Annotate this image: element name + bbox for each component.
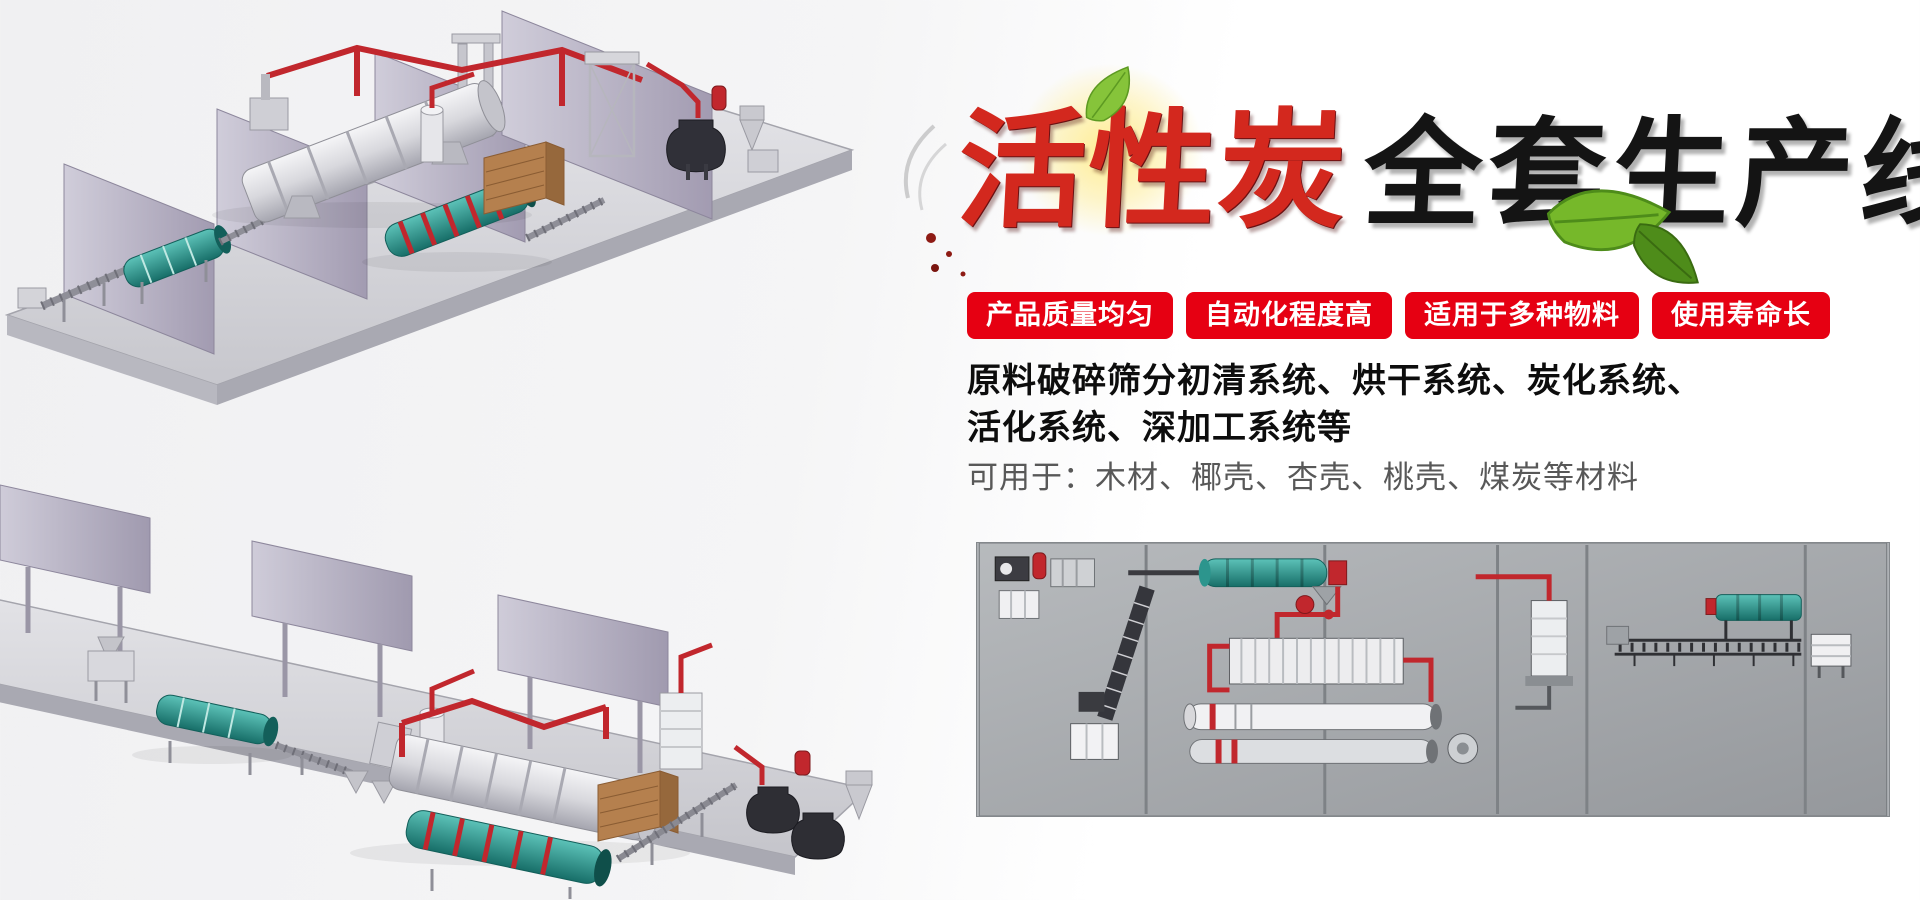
shadow bbox=[362, 252, 552, 272]
schematic-red-piping bbox=[1274, 586, 1341, 639]
schematic-top-view bbox=[978, 543, 1888, 816]
schematic-activation-cylinder bbox=[1189, 733, 1479, 764]
schematic-crusher-cluster bbox=[994, 552, 1095, 619]
cooling-tower-frame bbox=[584, 51, 640, 158]
schematic-dryer-drum bbox=[1128, 558, 1348, 606]
dedusting-tower bbox=[659, 642, 713, 770]
cyclone-separator bbox=[845, 770, 873, 821]
ink-splatter bbox=[926, 233, 966, 277]
carbonization-drum bbox=[405, 810, 612, 899]
schematic-scrubber-tower bbox=[1475, 574, 1573, 710]
schematic-carbonization-cylinder bbox=[1183, 703, 1442, 731]
render-production-line-bottom bbox=[0, 484, 873, 899]
discharge-unit bbox=[747, 149, 779, 173]
systems-line-1: 原料破碎筛分初清系统、烘干系统、炭化系统、 bbox=[967, 362, 1702, 400]
vertical-tank bbox=[420, 71, 475, 163]
schematic-panel bbox=[976, 542, 1890, 817]
title-red-text: 活性炭 bbox=[954, 101, 1352, 243]
cyclone-separator bbox=[739, 105, 765, 152]
schematic-heat-exchanger bbox=[1207, 637, 1434, 702]
badge-automation: 自动化程度高 bbox=[1186, 292, 1392, 339]
badge-quality: 产品质量均匀 bbox=[967, 292, 1173, 339]
schematic-inclined-conveyor bbox=[1097, 585, 1155, 721]
feature-badges: 产品质量均匀 自动化程度高 适用于多种物料 使用寿命长 bbox=[967, 292, 1830, 339]
speed-lines bbox=[903, 124, 947, 211]
materials-line: 可用于：木材、椰壳、杏壳、桃壳、煤炭等材料 bbox=[967, 460, 1639, 495]
screening-drum bbox=[123, 225, 232, 304]
activation-furnace-pots bbox=[733, 744, 845, 860]
title-glow bbox=[985, 35, 1235, 265]
banner-title: 活性炭全套生产线 bbox=[954, 101, 1920, 243]
elevating-conveyor bbox=[615, 781, 739, 865]
systems-line-2: 活化系统、深加工系统等 bbox=[967, 409, 1352, 447]
activation-furnace-pot bbox=[645, 61, 727, 180]
render-production-line-top bbox=[4, 10, 855, 405]
discharge-conveyor bbox=[525, 196, 606, 242]
badge-materials: 适用于多种物料 bbox=[1405, 292, 1639, 339]
hopper-cones bbox=[343, 770, 397, 805]
brick-furnace bbox=[483, 141, 565, 215]
schematic-packing-section bbox=[1606, 594, 1852, 679]
feeder-box bbox=[87, 636, 135, 703]
dryer-feed-box bbox=[249, 74, 289, 131]
schematic-feed-bin bbox=[1070, 691, 1119, 760]
badge-lifespan: 使用寿命长 bbox=[1652, 292, 1830, 339]
screening-drum bbox=[156, 694, 279, 775]
transfer-conveyor bbox=[274, 741, 354, 777]
systems-description: 原料破碎筛分初清系统、烘干系统、炭化系统、 活化系统、深加工系统等 bbox=[967, 358, 1702, 452]
leaf-icon bbox=[1085, 66, 1131, 122]
leaf-icon bbox=[1633, 223, 1699, 284]
brick-furnace bbox=[597, 770, 679, 842]
shadow bbox=[132, 746, 292, 764]
back-walls bbox=[0, 484, 669, 773]
